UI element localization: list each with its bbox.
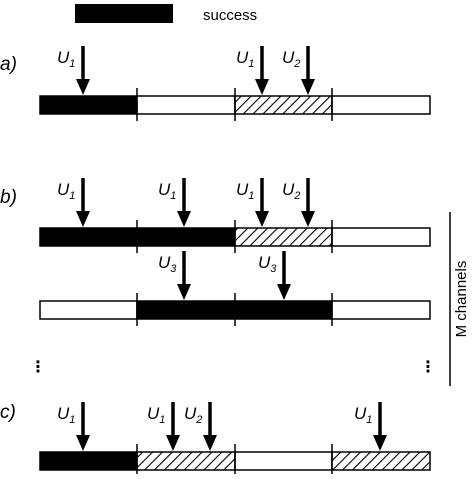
user-label-base: U xyxy=(282,180,295,199)
arrival-arrow-head xyxy=(255,211,269,227)
slot-success xyxy=(39,451,138,471)
arrival-arrow-head xyxy=(255,79,269,95)
user-label: U1 xyxy=(158,180,176,202)
slot-empty xyxy=(136,95,236,115)
arrival-arrow-head xyxy=(76,435,90,451)
ellipsis-left: ⋮ xyxy=(30,359,46,376)
user-label-sub: 1 xyxy=(69,414,75,426)
arrival-arrow-head xyxy=(277,284,291,300)
user-label: U2 xyxy=(282,48,300,70)
slot-success xyxy=(234,300,333,320)
slot-collision xyxy=(331,451,431,471)
user-label-sub: 2 xyxy=(293,58,300,70)
user-label-sub: 1 xyxy=(366,414,372,426)
arrival-arrow-head xyxy=(76,79,90,95)
user-label: U1 xyxy=(354,404,372,426)
user-label-base: U xyxy=(236,180,249,199)
slot-collision xyxy=(234,227,333,247)
ellipsis-right: ⋮ xyxy=(420,359,436,376)
slot-empty xyxy=(39,300,138,320)
legend-label: success xyxy=(203,7,257,24)
channels-label: M channels xyxy=(453,261,470,338)
arrival-arrow-head xyxy=(177,211,191,227)
slot-collision xyxy=(234,95,333,115)
row-label-b: b) xyxy=(0,187,17,208)
row-label-a: a) xyxy=(0,54,17,75)
user-label: U1 xyxy=(57,404,75,426)
arrival-arrow-head xyxy=(301,211,315,227)
slot-empty xyxy=(331,95,431,115)
slot-empty xyxy=(331,300,431,320)
user-label: U1 xyxy=(236,180,254,202)
slot-success xyxy=(136,300,236,320)
user-label-sub: 3 xyxy=(270,263,277,275)
slot-collision xyxy=(136,451,236,471)
arrival-arrow-head xyxy=(76,211,90,227)
slot-success xyxy=(39,227,138,247)
user-label: U3 xyxy=(158,253,177,275)
slot-empty xyxy=(331,227,431,247)
user-label-base: U xyxy=(158,253,171,272)
user-label-sub: 1 xyxy=(69,58,75,70)
user-label: U3 xyxy=(258,253,277,275)
arrival-arrow-head xyxy=(373,435,387,451)
user-label: U1 xyxy=(57,48,75,70)
user-label-base: U xyxy=(258,253,271,272)
user-label-base: U xyxy=(57,48,70,67)
arrival-arrow-head xyxy=(203,435,217,451)
user-label: U1 xyxy=(57,180,75,202)
user-label: U1 xyxy=(236,48,254,70)
arrival-arrow-head xyxy=(166,435,180,451)
user-label-base: U xyxy=(147,404,160,423)
user-label-sub: 3 xyxy=(170,263,177,275)
user-label-base: U xyxy=(236,48,249,67)
user-label-sub: 1 xyxy=(159,414,165,426)
slot-success xyxy=(136,227,236,247)
user-label-base: U xyxy=(57,180,70,199)
user-label-base: U xyxy=(282,48,295,67)
row-label-c: c) xyxy=(0,402,16,423)
user-label: U2 xyxy=(282,180,300,202)
legend-swatch-success xyxy=(75,4,173,23)
user-label-sub: 2 xyxy=(293,190,300,202)
user-label: U2 xyxy=(184,404,202,426)
slot-success xyxy=(39,95,138,115)
user-label-sub: 1 xyxy=(69,190,75,202)
user-label-sub: 1 xyxy=(248,58,254,70)
user-label-sub: 1 xyxy=(170,190,176,202)
slot-empty xyxy=(234,451,333,471)
user-label-sub: 2 xyxy=(195,414,202,426)
arrival-arrow-head xyxy=(301,79,315,95)
user-label-base: U xyxy=(184,404,197,423)
user-label: U1 xyxy=(147,404,165,426)
user-label-sub: 1 xyxy=(248,190,254,202)
user-label-base: U xyxy=(57,404,70,423)
user-label-base: U xyxy=(158,180,171,199)
arrival-arrow-head xyxy=(177,284,191,300)
user-label-base: U xyxy=(354,404,367,423)
